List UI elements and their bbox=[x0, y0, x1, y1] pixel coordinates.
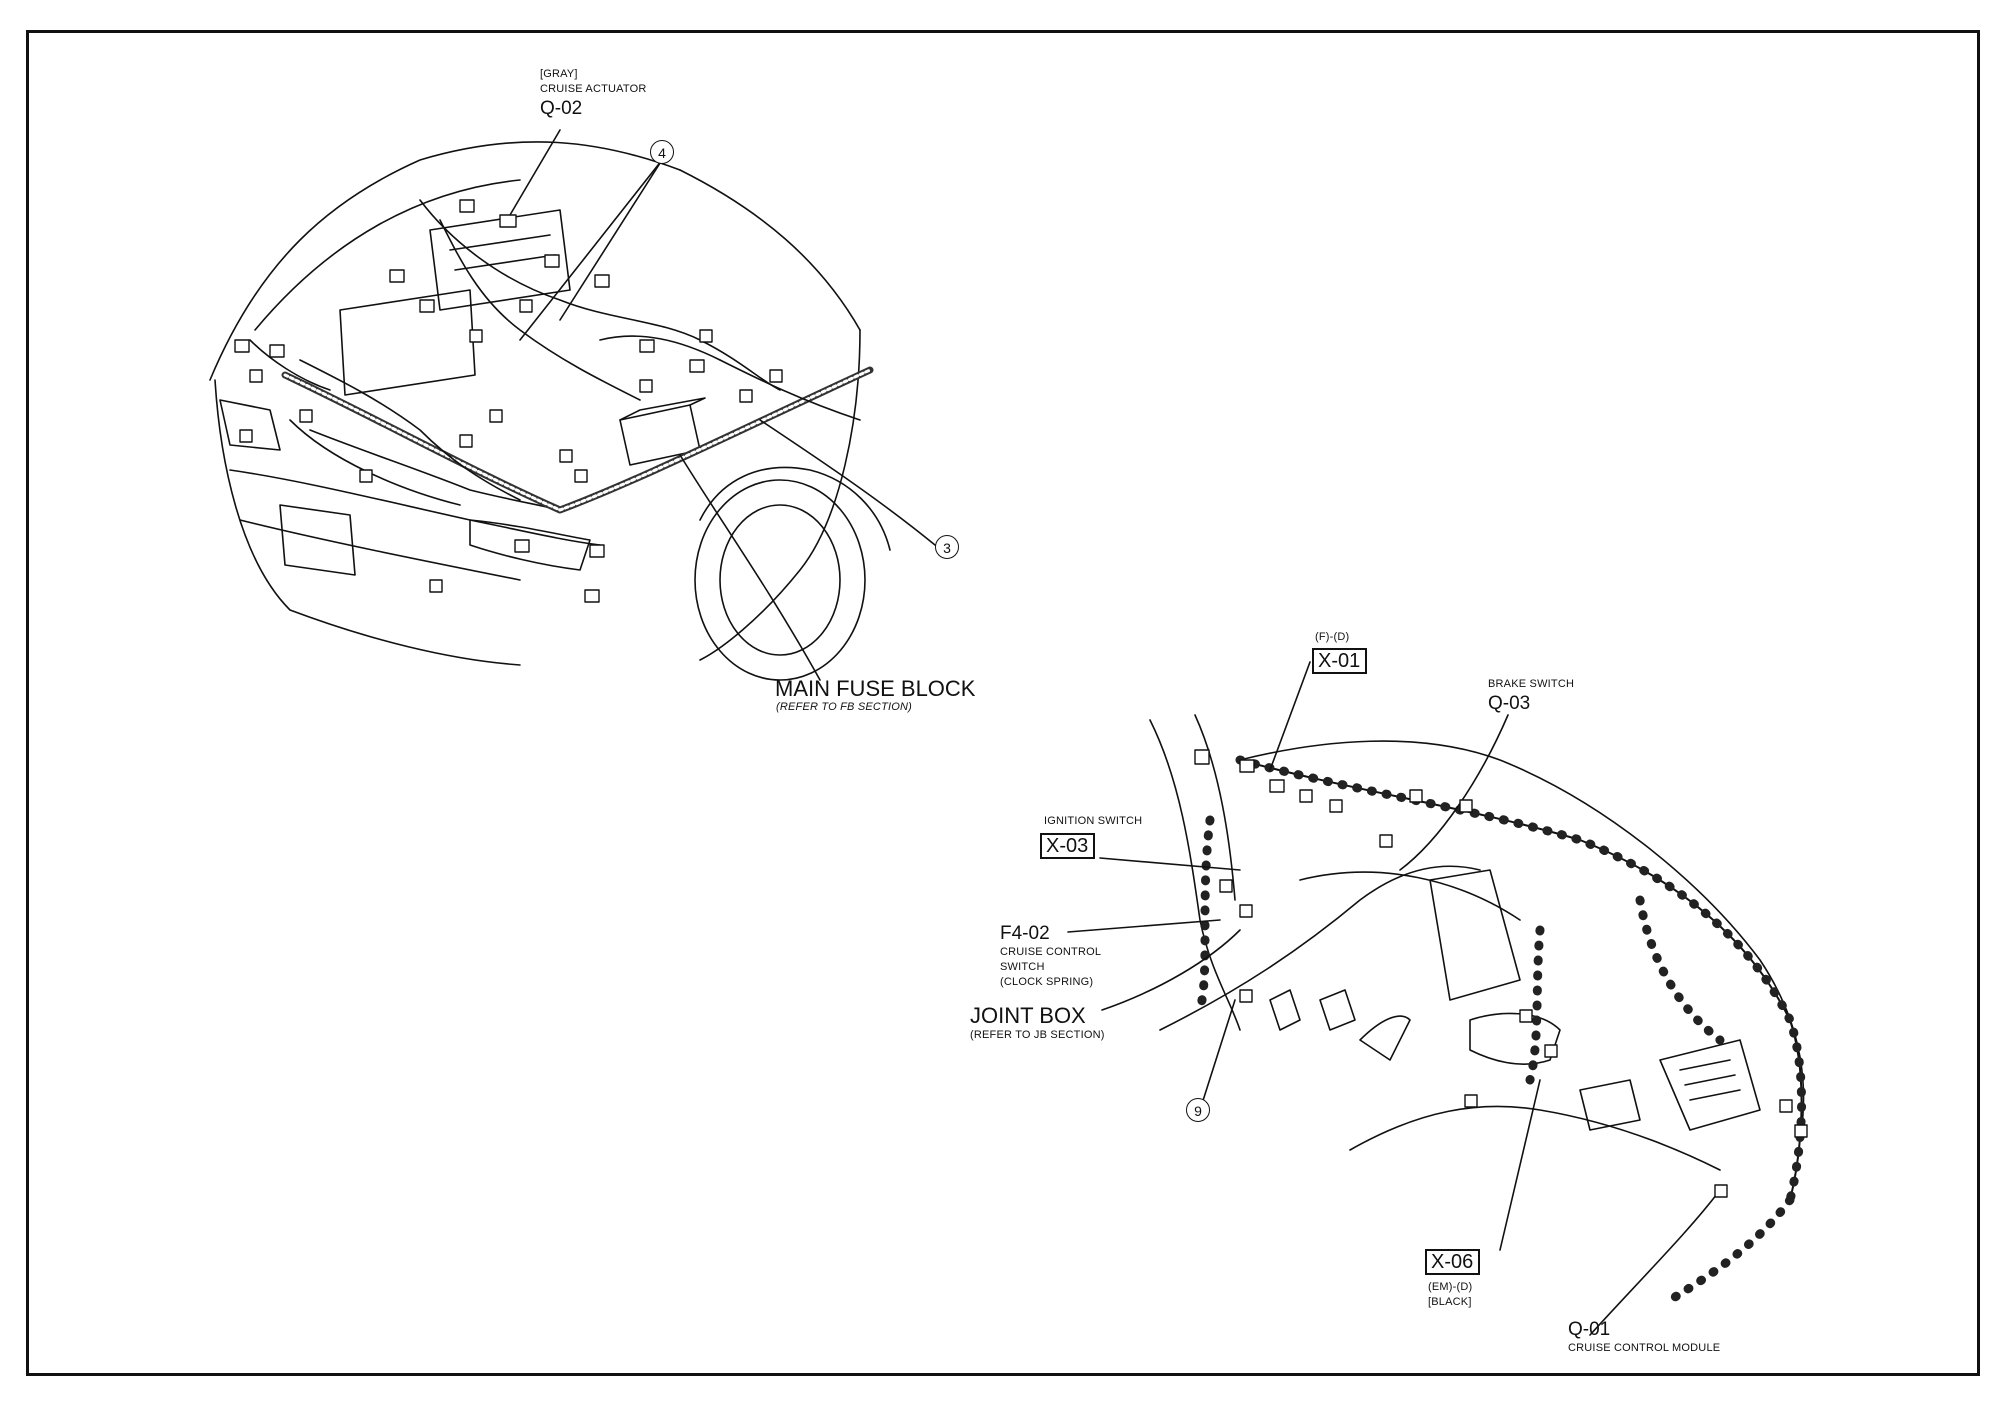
x01-code-label: X-01 bbox=[1312, 648, 1368, 674]
cruise-actuator-name-label: CRUISE ACTUATOR bbox=[540, 83, 647, 95]
diagram-frame bbox=[26, 30, 1980, 1376]
cruise-module-code-label: Q-01 bbox=[1568, 1319, 1611, 1340]
x06-color-label: [BLACK] bbox=[1428, 1296, 1472, 1308]
ignition-switch-code-label: X-03 bbox=[1040, 833, 1096, 859]
x06-code-label: X-06 bbox=[1425, 1249, 1481, 1275]
callout-3: 3 bbox=[935, 535, 959, 559]
joint-box-label: JOINT BOX bbox=[970, 1003, 1086, 1028]
cruise-actuator-color-label: [GRAY] bbox=[540, 68, 578, 80]
x01-variant-label: (F)-(D) bbox=[1315, 631, 1350, 643]
x06-variant-label: (EM)-(D) bbox=[1428, 1281, 1473, 1293]
ignition-switch-name-label: IGNITION SWITCH bbox=[1044, 815, 1143, 827]
joint-box-ref: (REFER TO JB SECTION) bbox=[970, 1029, 1105, 1041]
cruise-switch-code-label: F4-02 bbox=[1000, 923, 1050, 944]
brake-switch-name-label: BRAKE SWITCH bbox=[1488, 678, 1575, 690]
main-fuse-block-ref: (REFER TO FB SECTION) bbox=[776, 701, 913, 713]
engine-compartment-drawing bbox=[209, 129, 936, 681]
dashboard-drawing bbox=[1067, 661, 1808, 1336]
callout-4: 4 bbox=[650, 140, 674, 164]
cruise-module-name-label: CRUISE CONTROL MODULE bbox=[1568, 1342, 1721, 1354]
brake-switch-code-label: Q-03 bbox=[1488, 693, 1531, 714]
callout-9: 9 bbox=[1186, 1098, 1210, 1122]
cruise-switch-name-2: SWITCH bbox=[1000, 961, 1045, 973]
cruise-switch-name-1: CRUISE CONTROL bbox=[1000, 946, 1102, 958]
cruise-actuator-code-label: Q-02 bbox=[540, 98, 583, 119]
cruise-switch-name-3: (CLOCK SPRING) bbox=[1000, 976, 1094, 988]
main-fuse-block-label: MAIN FUSE BLOCK bbox=[775, 676, 976, 701]
